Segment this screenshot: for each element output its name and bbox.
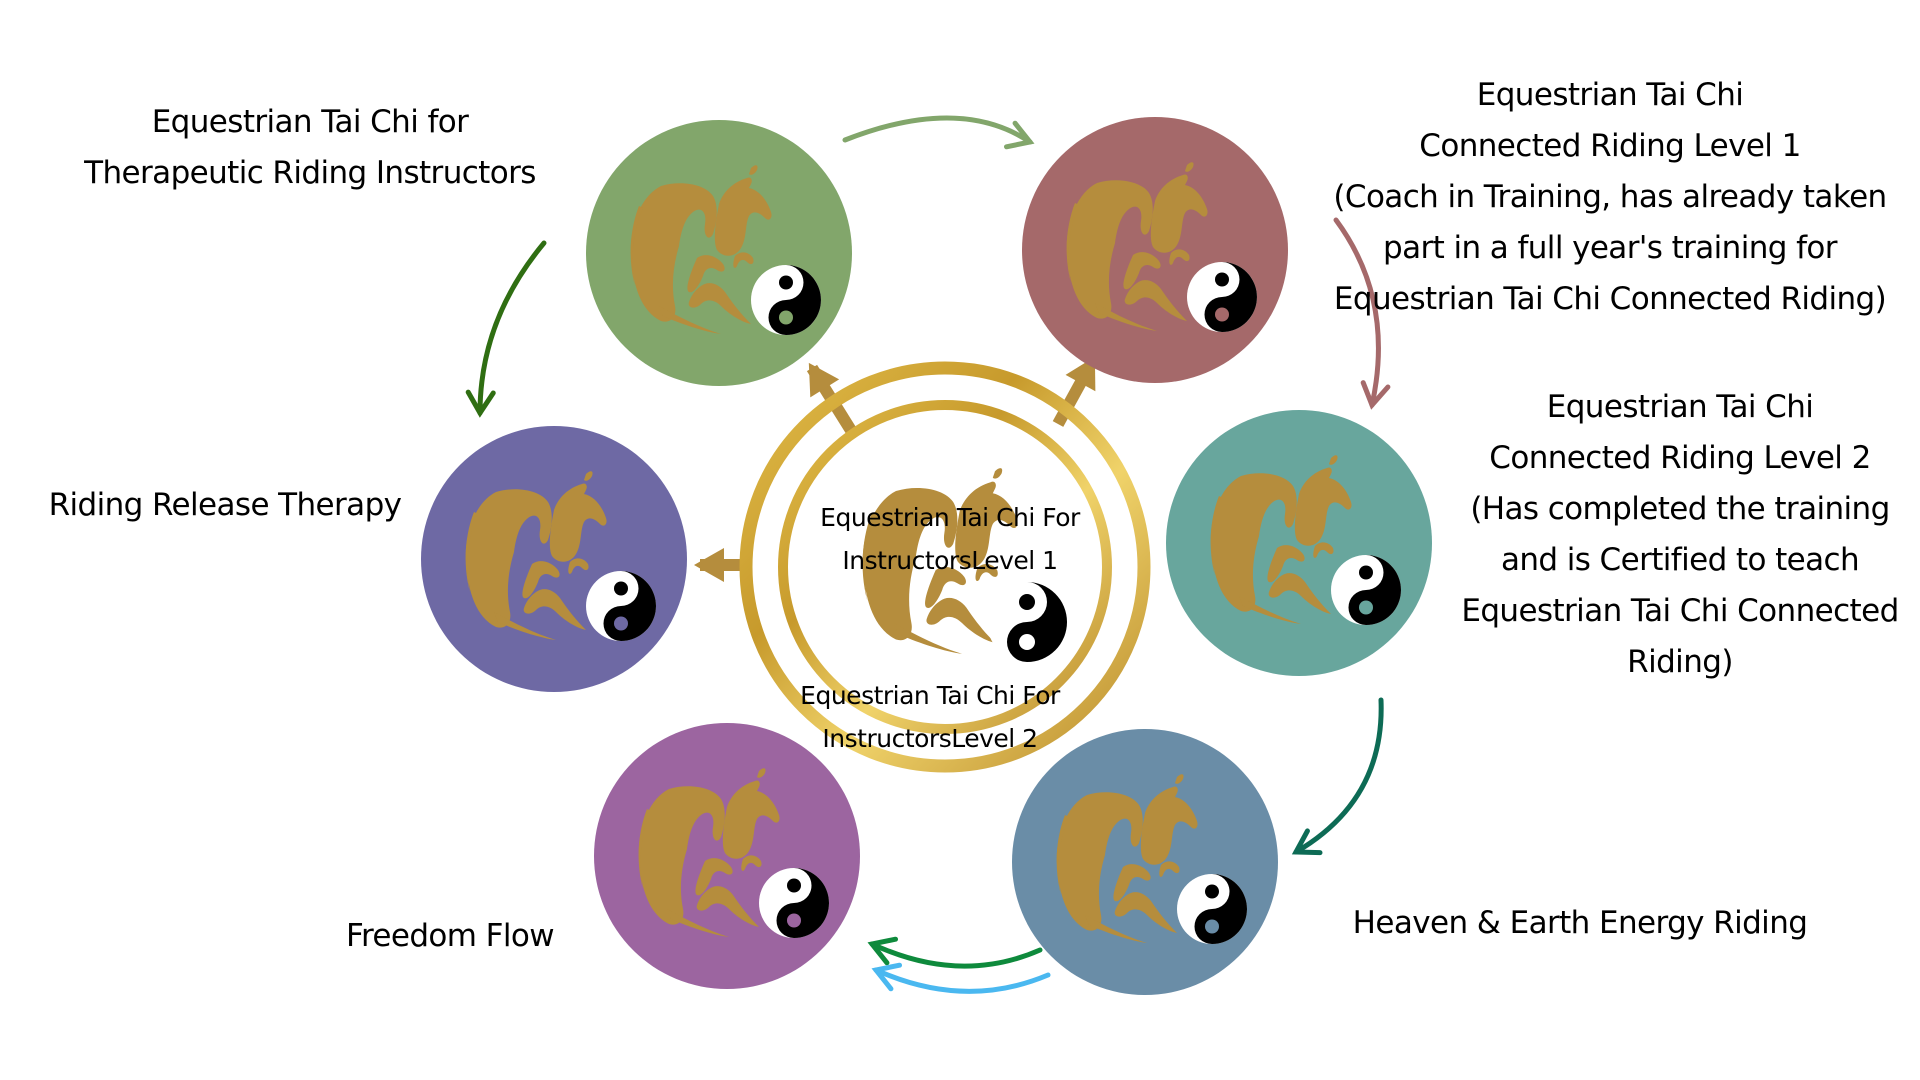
label-line: Riding Release Therapy xyxy=(48,487,402,523)
label-line: InstructorsLevel 2 xyxy=(822,724,1038,753)
node-circle xyxy=(586,120,852,386)
node-connected-level-1 xyxy=(1022,117,1288,383)
node-circle xyxy=(1166,410,1432,676)
arrow-connected-level-1-to-connected-level-2 xyxy=(1333,217,1391,410)
label-line: (Has completed the training xyxy=(1470,491,1890,527)
center-label-level-1: Equestrian Tai Chi For InstructorsLevel … xyxy=(765,496,1135,582)
label-line: Equestrian Tai Chi for xyxy=(151,104,469,140)
arrowhead xyxy=(1360,380,1391,410)
label-line: Equestrian Tai Chi For xyxy=(800,681,1060,710)
label-connected-level-1: Equestrian Tai Chi Connected Riding Leve… xyxy=(1300,70,1920,325)
yin-yang-icon xyxy=(1331,555,1401,625)
arrowhead xyxy=(808,362,840,398)
node-heaven-earth xyxy=(1012,729,1278,995)
label-line: Connected Riding Level 2 xyxy=(1489,440,1871,476)
arrowhead xyxy=(694,548,724,582)
label-connected-level-2: Equestrian Tai Chi Connected Riding Leve… xyxy=(1440,382,1920,688)
label-line: Therapeutic Riding Instructors xyxy=(84,155,536,191)
arrowhead xyxy=(1065,356,1096,392)
arrowhead xyxy=(465,389,496,418)
label-line: Equestrian Tai Chi For xyxy=(820,503,1080,532)
label-line: Freedom Flow xyxy=(345,918,555,954)
node-circle xyxy=(1012,729,1278,995)
label-line: Connected Riding Level 1 xyxy=(1419,128,1801,164)
arrowhead xyxy=(1291,828,1323,856)
yin-yang-icon xyxy=(586,571,656,641)
node-circle xyxy=(1022,117,1288,383)
label-line: part in a full year's training for xyxy=(1383,230,1838,266)
arrowhead xyxy=(1003,120,1035,150)
node-circle xyxy=(421,426,687,692)
inner-gold-ring xyxy=(778,400,1112,734)
arrow-therapeutic-to-riding-release xyxy=(465,240,547,418)
label-line: and is Certified to teach xyxy=(1500,542,1860,578)
label-line: Equestrian Tai Chi xyxy=(1546,389,1814,425)
yin-yang-icon xyxy=(759,868,829,938)
label-line: InstructorsLevel 1 xyxy=(842,546,1058,575)
label-line: (Coach in Training, has already taken xyxy=(1333,179,1887,215)
yin-yang-icon xyxy=(987,582,1067,662)
center-label-level-2: Equestrian Tai Chi For InstructorsLevel … xyxy=(745,674,1115,760)
outer-gold-ring xyxy=(739,361,1151,773)
center-emblem xyxy=(739,361,1151,773)
label-line: Heaven & Earth Energy Riding xyxy=(1352,905,1808,941)
arrow-heaven-earth-to-freedom-flow xyxy=(871,962,1051,994)
label-line: Equestrian Tai Chi Connected xyxy=(1461,593,1899,629)
node-circle xyxy=(594,723,860,989)
node-therapeutic xyxy=(586,120,852,386)
arrow-heaven-earth-to-freedom-flow xyxy=(867,936,1043,969)
node-connected-level-2 xyxy=(1166,410,1432,676)
label-heaven-earth: Heaven & Earth Energy Riding xyxy=(1320,898,1840,949)
nodes-layer xyxy=(421,117,1432,995)
arrow-center-to-riding-release xyxy=(694,548,742,582)
node-riding-release xyxy=(421,426,687,692)
arrowhead xyxy=(867,936,899,966)
yin-yang-icon xyxy=(1187,262,1257,332)
node-freedom-flow xyxy=(594,723,860,989)
label-therapeutic: Equestrian Tai Chi for Therapeutic Ridin… xyxy=(60,97,560,199)
label-line: Equestrian Tai Chi xyxy=(1476,77,1744,113)
yin-yang-icon xyxy=(1177,874,1247,944)
arrow-therapeutic-to-connected-level-1 xyxy=(842,115,1035,150)
label-line: Equestrian Tai Chi Connected Riding) xyxy=(1333,281,1887,317)
arrow-connected-level-2-to-heaven-earth xyxy=(1291,697,1384,856)
label-freedom-flow: Freedom Flow xyxy=(300,911,600,962)
label-line: Riding) xyxy=(1627,644,1733,680)
label-riding-release: Riding Release Therapy xyxy=(20,480,430,531)
arrowhead xyxy=(871,962,903,992)
yin-yang-icon xyxy=(751,265,821,335)
